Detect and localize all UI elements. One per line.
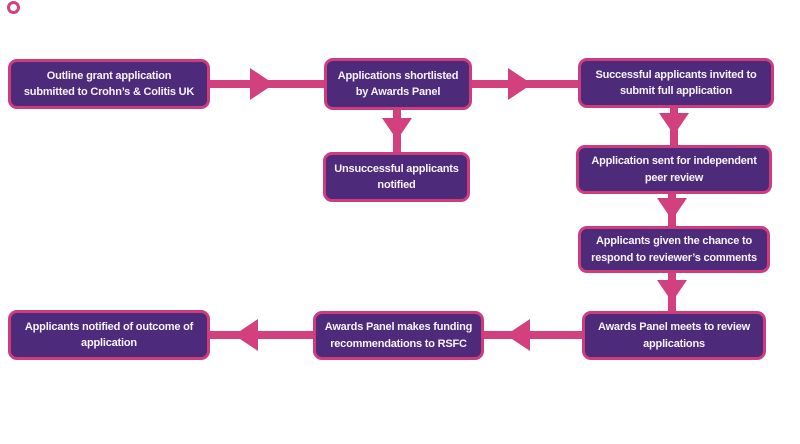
node-label: Application sent for independent peer re…	[591, 155, 757, 184]
arrow-left-icon	[234, 319, 258, 351]
node-label: Awards Panel meets to review application…	[598, 321, 750, 350]
node-label: Applicants notified of outcome of applic…	[24, 320, 194, 350]
arrow-shaft	[210, 331, 313, 339]
arrow-left-icon	[506, 319, 530, 351]
arrow-right-icon	[250, 68, 274, 100]
node-label: Outline grant application submitted to C…	[23, 69, 195, 99]
arrow-shaft	[484, 331, 582, 339]
arrow-right-icon	[508, 68, 532, 100]
arrow-down-icon	[659, 113, 689, 135]
node-applications-shortlisted: Applications shortlisted by Awards Panel	[324, 58, 472, 110]
node-successful-applicants-invited: Successful applicants invited to submit …	[578, 58, 774, 108]
stray-pink-mark	[7, 1, 20, 14]
node-label: Applications shortlisted by Awards Panel	[337, 69, 459, 99]
arrow-down-icon	[382, 118, 412, 140]
arrow-down-icon	[657, 280, 687, 302]
arrow-down-icon	[657, 198, 687, 220]
node-label: Applicants given the chance to respond t…	[591, 235, 757, 264]
node-application-sent-peer-review: Application sent for independent peer re…	[576, 145, 772, 194]
node-funding-recommendations-rsfc: Awards Panel makes funding recommendatio…	[313, 311, 484, 360]
node-outline-grant-application: Outline grant application submitted to C…	[8, 59, 210, 109]
node-label: Awards Panel makes funding recommendatio…	[324, 321, 473, 350]
node-unsuccessful-applicants-notified: Unsuccessful applicants notified	[323, 152, 470, 202]
node-label: Successful applicants invited to submit …	[595, 68, 757, 98]
node-applicants-notified-outcome: Applicants notified of outcome of applic…	[8, 310, 210, 360]
node-label: Unsuccessful applicants notified	[334, 162, 459, 192]
node-applicants-respond-to-comments: Applicants given the chance to respond t…	[578, 226, 770, 273]
node-awards-panel-meets: Awards Panel meets to review application…	[582, 311, 766, 360]
